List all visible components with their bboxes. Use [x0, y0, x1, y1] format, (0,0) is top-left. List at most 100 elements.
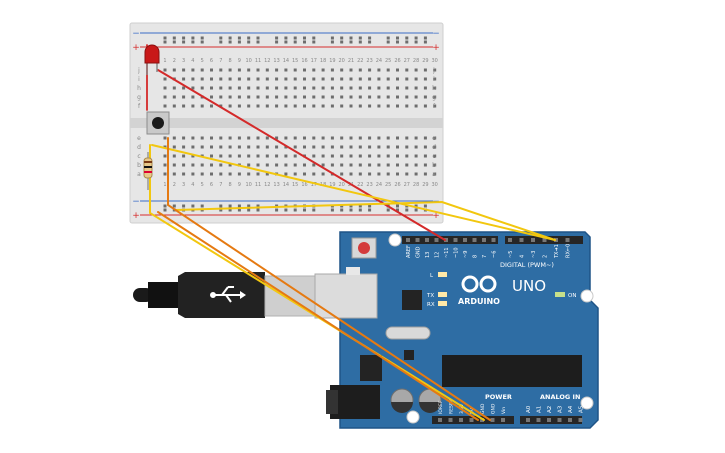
hole	[386, 86, 390, 90]
hole	[219, 154, 223, 158]
digital-pin-label: 13	[425, 252, 431, 258]
hole	[396, 145, 399, 149]
hole	[247, 163, 251, 167]
column-number: 24	[376, 58, 382, 64]
rail-hole	[228, 40, 232, 44]
hole	[396, 86, 399, 90]
hole	[247, 86, 251, 90]
rail-hole	[330, 40, 334, 44]
hole	[200, 163, 204, 167]
row-letter: h	[137, 85, 141, 92]
analog-pin-label: A3	[558, 405, 564, 413]
column-number: 30	[432, 58, 438, 64]
hole	[275, 154, 279, 158]
column-number: 3	[182, 182, 185, 188]
column-number: 28	[413, 58, 419, 64]
hole	[275, 104, 279, 108]
hole	[265, 136, 269, 140]
pin-hole	[482, 238, 486, 242]
pushbutton	[146, 111, 170, 135]
hole	[228, 172, 232, 176]
pin-hole	[508, 238, 512, 242]
hole	[358, 145, 362, 149]
hole	[303, 86, 306, 90]
hole	[182, 154, 186, 158]
hole	[312, 172, 316, 176]
digital-pin-label: 12	[435, 252, 441, 258]
hole	[256, 77, 260, 81]
hole	[321, 136, 325, 140]
hole	[219, 163, 223, 167]
hole	[386, 172, 390, 176]
rail-hole	[368, 36, 372, 40]
hole	[191, 136, 195, 140]
rail-hole	[275, 40, 279, 44]
rail-hole	[172, 40, 176, 44]
hole	[349, 145, 353, 149]
power-header-label: POWER	[485, 393, 512, 401]
hole	[330, 86, 334, 90]
hole	[182, 163, 186, 167]
hole	[172, 104, 176, 108]
rail-hole	[396, 36, 399, 40]
hole	[414, 104, 418, 108]
column-number: 17	[311, 58, 317, 64]
hole	[405, 154, 409, 158]
hole	[303, 172, 306, 176]
hole	[312, 77, 316, 81]
column-number: 9	[238, 58, 241, 64]
hole	[200, 68, 204, 72]
hole	[368, 95, 372, 99]
wire-yellow-button-to-pin2	[151, 144, 556, 241]
rail-hole	[219, 204, 223, 208]
rail-hole	[191, 40, 195, 44]
hole	[172, 86, 176, 90]
led	[144, 44, 160, 75]
rail-hole	[219, 36, 223, 40]
hole	[330, 104, 334, 108]
hole	[265, 104, 269, 108]
hole	[349, 86, 353, 90]
hole	[330, 154, 334, 158]
pin-hole	[406, 238, 410, 242]
hole	[200, 145, 204, 149]
hole	[237, 136, 241, 140]
hole	[284, 145, 288, 149]
hole	[237, 154, 241, 158]
column-number: 1	[163, 58, 166, 64]
hole	[396, 95, 399, 99]
hole	[321, 154, 325, 158]
rail-hole	[358, 204, 362, 208]
rail-hole	[172, 36, 176, 40]
hole	[163, 154, 167, 158]
pin-hole	[501, 418, 505, 422]
rail-hole	[405, 208, 409, 212]
pin-hole	[547, 418, 551, 422]
column-number: 13	[273, 182, 279, 188]
hole	[321, 95, 325, 99]
pin-hole	[415, 238, 420, 242]
analog-pin-label: A1	[537, 406, 543, 413]
hole	[405, 68, 409, 72]
analog-pin-label: A5	[579, 405, 585, 413]
rail-hole	[247, 204, 251, 208]
hole	[247, 95, 251, 99]
rail-hole	[396, 208, 399, 212]
breadboard: −−++−−++ 1122334455667788991010111112121…	[129, 22, 444, 224]
hole	[358, 163, 362, 167]
hole	[228, 154, 232, 158]
hole	[312, 104, 316, 108]
hole	[284, 172, 288, 176]
hole	[312, 86, 316, 90]
rail-hole	[349, 36, 353, 40]
hole	[256, 104, 260, 108]
hole	[237, 95, 241, 99]
column-number: 4	[191, 182, 194, 188]
row-letter: d	[137, 144, 141, 151]
hole	[256, 154, 260, 158]
hole	[228, 77, 232, 81]
hole	[303, 95, 306, 99]
row-letter: e	[432, 135, 436, 142]
hole	[340, 145, 344, 149]
